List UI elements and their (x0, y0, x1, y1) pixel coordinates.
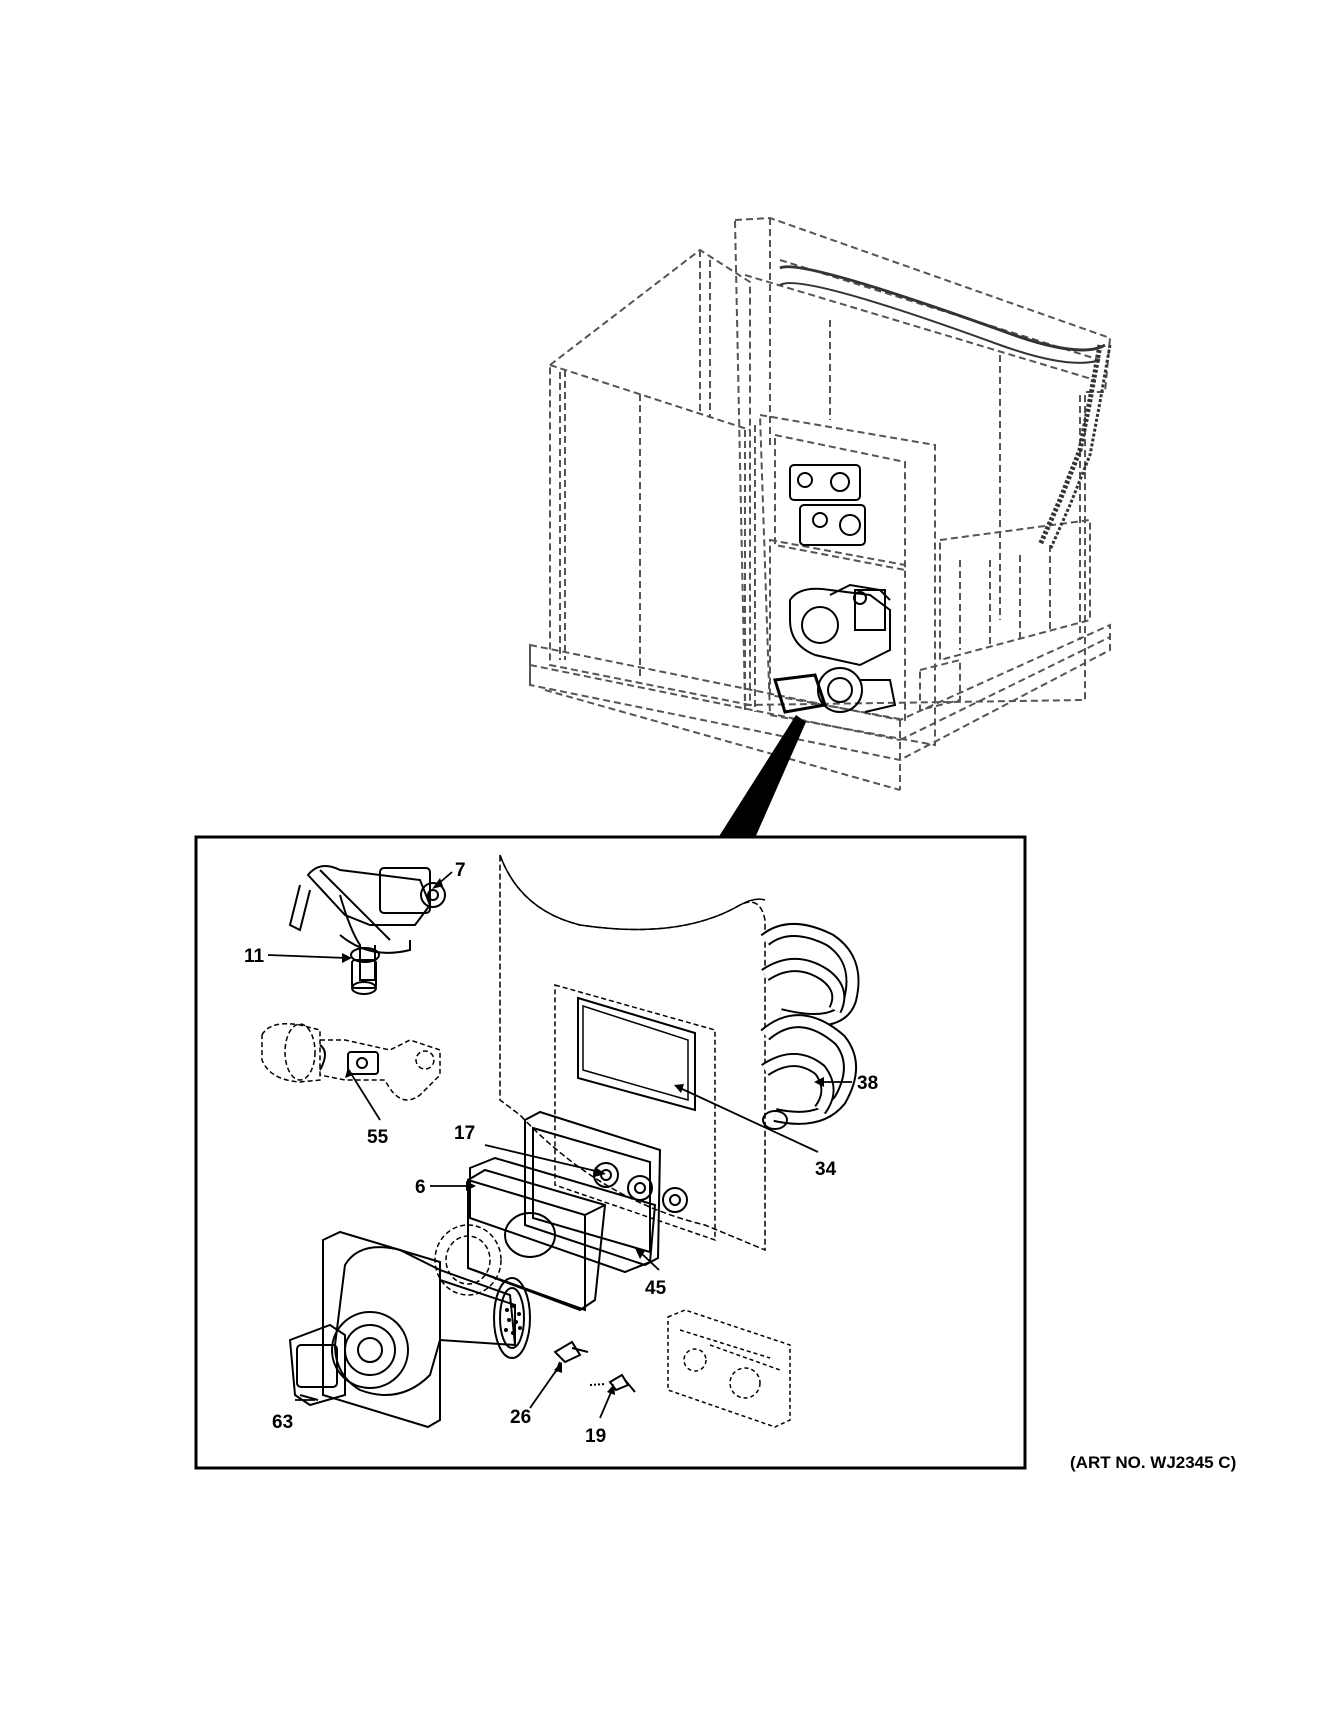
heat-exchanger-panel (499, 854, 766, 1252)
callout-26: 26 (510, 1407, 531, 1428)
heat-exchanger-tubes (760, 923, 860, 1130)
condenser-coil (779, 265, 1112, 551)
callout-7: 7 (455, 860, 466, 881)
cabinet-outline (529, 216, 1112, 791)
leader-arrowheads (342, 878, 824, 1395)
cover-plate (467, 1168, 607, 1312)
inducer-screen (504, 1304, 522, 1335)
callout-63: 63 (272, 1412, 293, 1433)
callout-38: 38 (857, 1073, 878, 1094)
callout-17: 17 (454, 1123, 475, 1144)
gas-manifold-valve (319, 1044, 379, 1075)
leader-lines (267, 871, 852, 1419)
callout-34: 34 (815, 1159, 837, 1180)
callout-labels: 7 11 55 17 6 45 34 38 63 26 19 (244, 860, 878, 1447)
gas-manifold-assembly (261, 1023, 441, 1101)
inducer-blower (288, 1230, 531, 1429)
callout-19: 19 (585, 1426, 606, 1447)
detail-frame (194, 835, 1027, 1470)
callout-55: 55 (367, 1127, 389, 1148)
cabinet-burner-assembly (773, 464, 897, 714)
art-number: (ART NO. WJ2345 C) (1070, 1453, 1237, 1472)
control-board (667, 1309, 791, 1428)
gas-valve-assembly (288, 865, 446, 995)
burner-orifices (593, 1162, 688, 1213)
callout-6: 6 (415, 1177, 426, 1198)
callout-11: 11 (244, 946, 265, 967)
callout-45: 45 (645, 1278, 667, 1299)
detail-pointer (718, 715, 806, 838)
